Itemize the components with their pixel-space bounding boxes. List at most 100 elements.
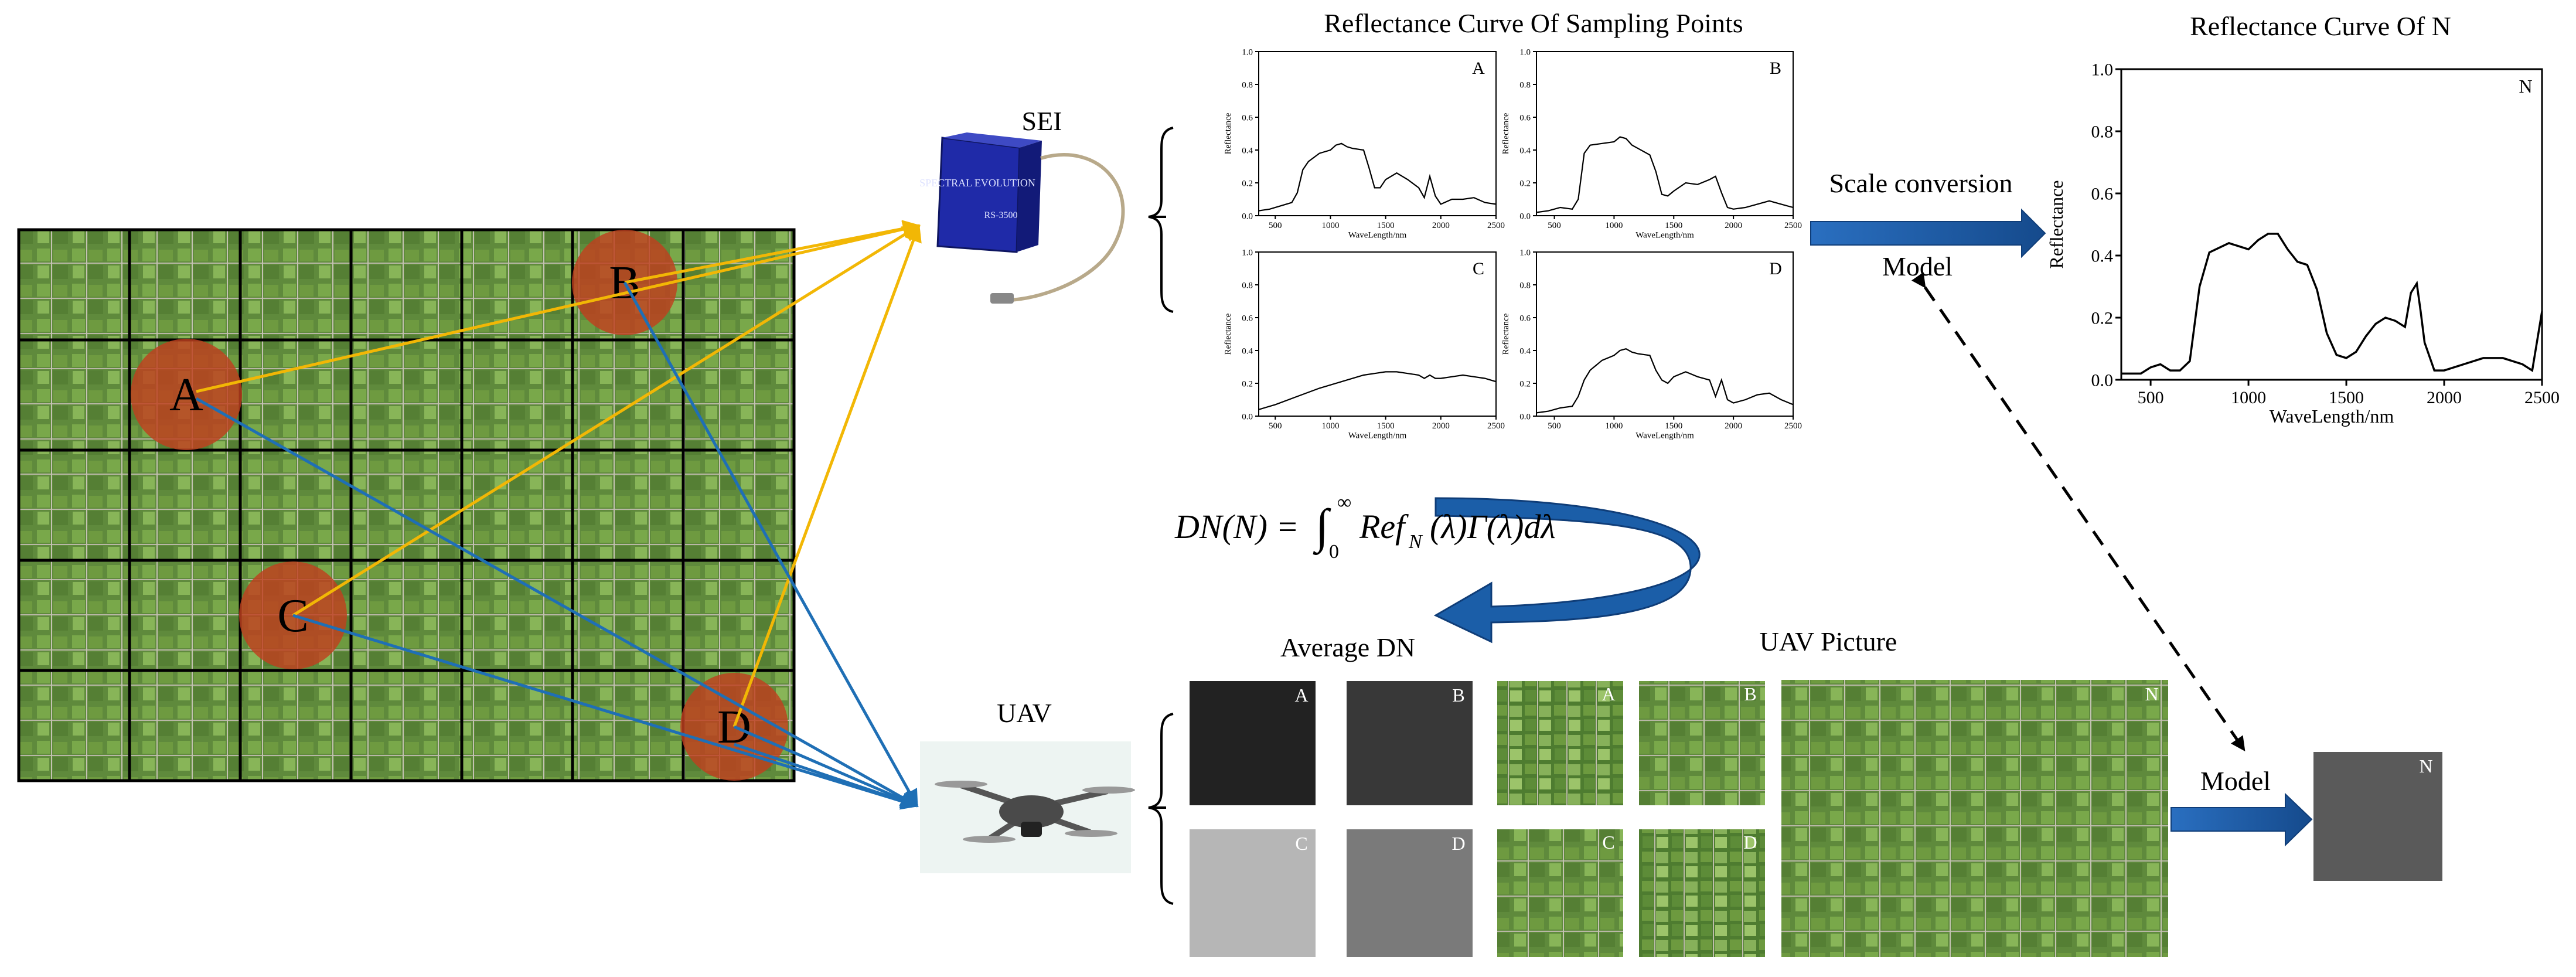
point-A: A (131, 339, 242, 450)
chart-A-ytick-label: 1.0 (1242, 47, 1253, 57)
chart-D-xtick-label: 1500 (1665, 421, 1682, 431)
output-tile: N (2313, 752, 2442, 881)
chart-B-xtick-label: 2000 (1725, 221, 1742, 230)
field-grid (19, 230, 794, 781)
uav-big-picture (1781, 680, 2168, 957)
chart-D-xtick-label: 2000 (1725, 421, 1742, 431)
chart-D-xtick-label: 1000 (1605, 421, 1623, 431)
brace-bottom (1148, 713, 1174, 905)
dn-tile-A (1190, 681, 1316, 805)
uav-device: UAV (920, 698, 1135, 873)
chart-C-xtick-label: 1000 (1321, 421, 1339, 431)
chart-A-ylabel: Reflectance (1224, 113, 1233, 154)
chart-N-frame (2120, 68, 2543, 381)
chart-N-series-line (2121, 233, 2543, 375)
chart-A-corner-label: A (1472, 59, 1485, 78)
chart-N-xtick-label: 500 (2138, 388, 2164, 407)
chart-C-corner-label: C (1473, 259, 1484, 278)
chart-C-xtick-label: 500 (1269, 421, 1282, 431)
formula-integral: ∫ (1313, 499, 1331, 555)
uav-picture-title: UAV Picture (1760, 627, 1897, 656)
chart-A-ytick-label: 0.8 (1242, 80, 1253, 90)
chart-A-xtick-label: 1000 (1321, 221, 1339, 230)
sei-connections (196, 220, 922, 727)
chart-C-xtick-label: 2500 (1487, 421, 1505, 431)
uav-tile-D-label: D (1743, 832, 1757, 853)
chart-D-xtick-label: 500 (1548, 421, 1561, 431)
chart-N-ytick-label: 0.4 (2091, 247, 2114, 266)
chart-B-ytick-label: 0.2 (1519, 179, 1531, 188)
uav-tile-C (1497, 829, 1623, 957)
sei-device: SEI SPECTRAL EVOLUTION RS-3500 (919, 106, 1125, 304)
average-dn-title: Average DN (1280, 632, 1415, 662)
chart-B-series-line (1536, 136, 1794, 213)
chart-B-ytick-label: 1.0 (1519, 47, 1531, 57)
dn-tile-A-label: A (1294, 685, 1308, 706)
chart-D-ytick-label: 0.0 (1519, 412, 1531, 421)
chart-D-ytick-label: 0.6 (1519, 314, 1531, 323)
chart-C-series-line (1258, 371, 1497, 410)
brace-top (1148, 127, 1174, 313)
chart-B-ytick-label: 0.6 (1519, 113, 1531, 122)
sei-label: SEI (1022, 106, 1062, 136)
chart-C-ytick-label: 1.0 (1242, 248, 1253, 257)
chart-C-ytick-label: 0.2 (1242, 379, 1253, 389)
formula-ref: Ref (1359, 508, 1409, 546)
uav-big-picture-label: N (2145, 683, 2158, 704)
chart-D-ytick-label: 0.4 (1519, 346, 1531, 356)
chart-C-xtick-label: 2000 (1432, 421, 1450, 431)
chart-D-ytick-label: 0.8 (1519, 281, 1531, 290)
chart-D-ylabel: Reflectance (1501, 313, 1511, 355)
chart-N-xtick-label: 1500 (2329, 388, 2364, 407)
dn-tile-C-label: C (1295, 833, 1307, 854)
dn-tile-C (1190, 829, 1316, 957)
chart-A-frame (1258, 51, 1497, 216)
chart-B-xtick-label: 2500 (1784, 221, 1802, 230)
chart-C-ytick-label: 0.8 (1242, 281, 1253, 290)
chart-C-ytick-label: 0.0 (1242, 412, 1253, 421)
chart-N-ytick-label: 0.8 (2091, 122, 2114, 142)
chart-C-ylabel: Reflectance (1224, 313, 1233, 355)
chart-C-ytick-label: 0.6 (1242, 314, 1253, 323)
chart-B-corner-label: B (1770, 59, 1781, 78)
chart-A-series-line (1258, 142, 1497, 212)
chart-D-series-line (1536, 348, 1794, 414)
field-photo (17, 228, 796, 782)
chart-B-xtick-label: 1000 (1605, 221, 1623, 230)
chart-N-ytick-label: 0.0 (2091, 371, 2114, 390)
sei-model-text: RS-3500 (984, 210, 1018, 220)
uav-tile-B-label: B (1744, 683, 1756, 704)
chart-D-frame (1536, 251, 1794, 417)
formula-upper: ∞ (1337, 492, 1351, 513)
uav-picture-tiles: A B C D N (1497, 680, 2168, 957)
chart-N-xtick-label: 1000 (2231, 388, 2266, 407)
chart-B-xtick-label: 1500 (1665, 221, 1682, 230)
chart-A-xtick-label: 1500 (1377, 221, 1395, 230)
formula: DN(N) = ∫ ∞ 0 Ref N (λ)Γ(λ)dλ (1174, 492, 1556, 563)
formula-rest: (λ)Γ(λ)dλ (1430, 508, 1556, 546)
scale-conversion-arrow: Scale conversion Model (1810, 168, 2046, 281)
chart-N-corner-label: N (2519, 76, 2532, 97)
chart-N-xtick-label: 2500 (2524, 388, 2560, 407)
uav-tile-C-label: C (1602, 832, 1614, 853)
chart-B-xlabel: WaveLength/nm (1635, 231, 1694, 240)
drone-icon (935, 781, 1135, 843)
formula-lhs: DN(N) = (1174, 508, 1299, 546)
chart-B-ytick-label: 0.4 (1519, 146, 1531, 155)
uav-label: UAV (997, 698, 1052, 728)
dn-tile-D (1347, 829, 1473, 957)
dn-tile-D-label: D (1451, 833, 1465, 854)
chart-N-ytick-label: 1.0 (2091, 60, 2114, 80)
sei-brand-text: SPECTRAL EVOLUTION (919, 177, 1035, 189)
dn-tile-B-label: B (1452, 685, 1464, 706)
chart-A-xtick-label: 2000 (1432, 221, 1450, 230)
chart-C-xtick-label: 1500 (1377, 421, 1395, 431)
uav-tile-A (1497, 681, 1623, 805)
uav-tile-A-label: A (1602, 683, 1615, 704)
chart-N-xtick-label: 2000 (2427, 388, 2462, 407)
